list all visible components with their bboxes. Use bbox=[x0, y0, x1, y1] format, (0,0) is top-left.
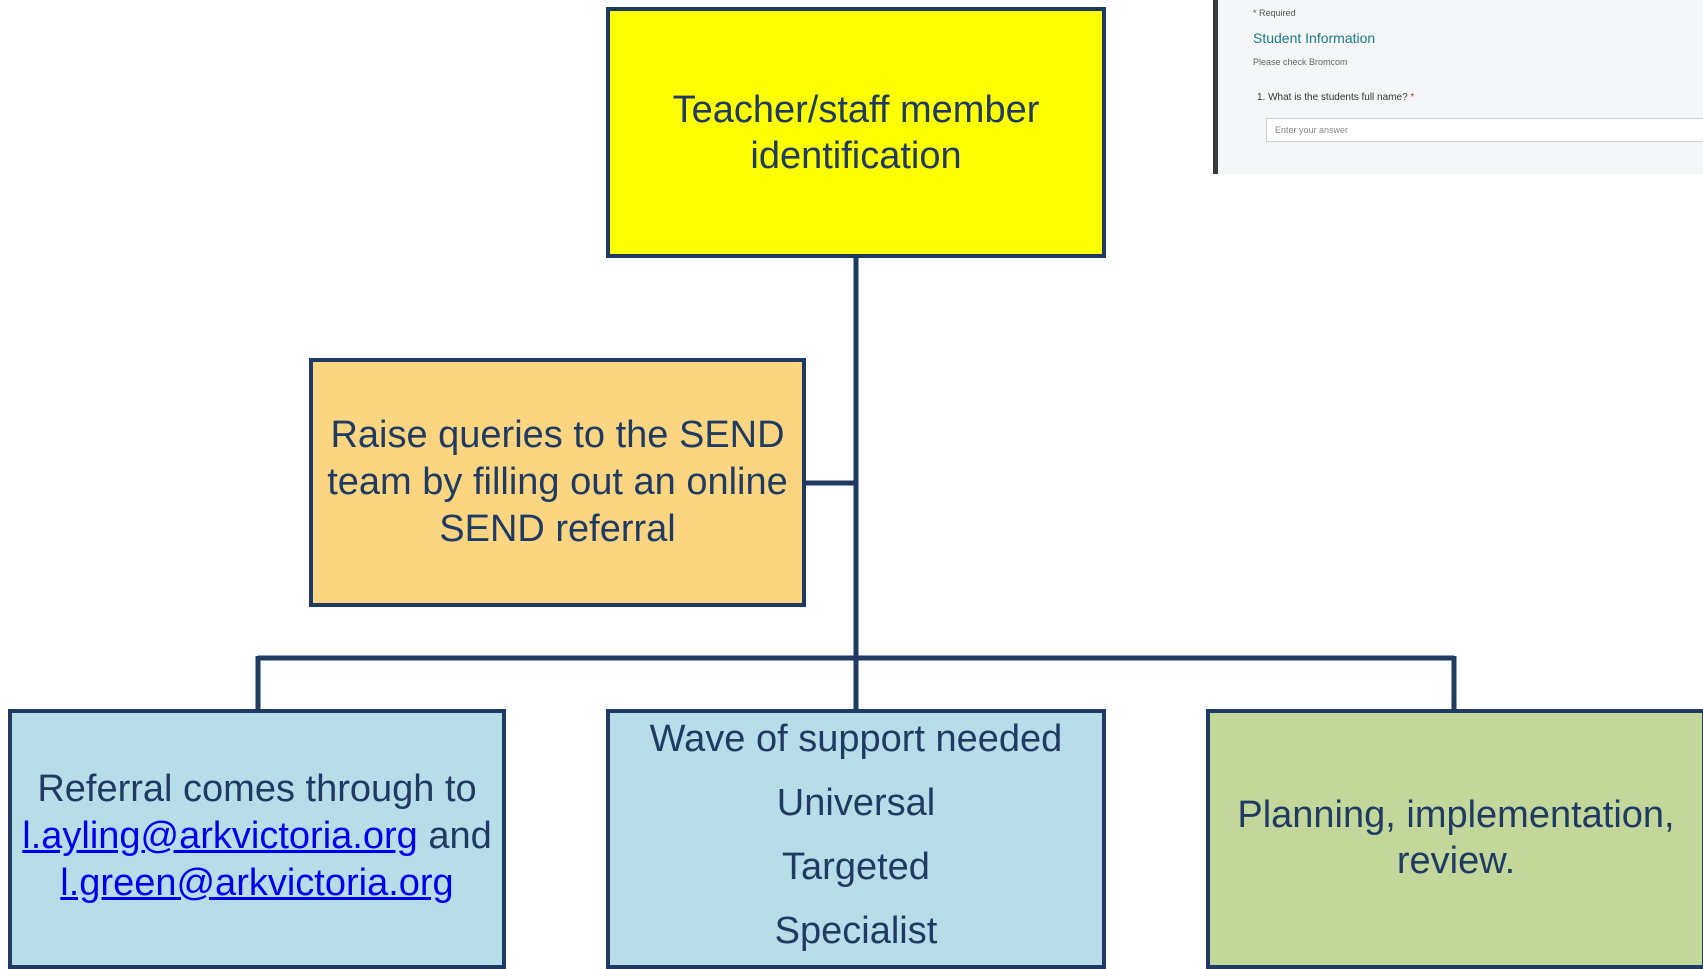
student-name-input[interactable]: Enter your answer bbox=[1266, 118, 1703, 142]
node-text-line: SEND referral bbox=[439, 508, 676, 550]
email-link-green[interactable]: l.green@arkvictoria.org bbox=[60, 862, 454, 904]
email-line: l.ayling@arkvictoria.org and bbox=[22, 813, 491, 860]
node-text-line: identification bbox=[750, 134, 962, 177]
node-text-line: review. bbox=[1396, 840, 1516, 882]
question-text: 1. What is the students full name? bbox=[1257, 92, 1408, 103]
form-section-title: Student Information bbox=[1253, 30, 1376, 46]
node-staff-identification: Teacher/staff member identification bbox=[606, 7, 1106, 258]
node-text-line: Teacher/staff member bbox=[672, 88, 1040, 131]
required-asterisk: * bbox=[1410, 92, 1415, 103]
email-line: l.green@arkvictoria.org bbox=[60, 860, 453, 907]
wave-specialist: Specialist bbox=[774, 910, 938, 952]
required-note: * Required bbox=[1253, 8, 1296, 18]
node-text-line: Referral comes through to bbox=[37, 768, 477, 810]
node-raise-queries: Raise queries to the SEND team by fillin… bbox=[309, 358, 806, 607]
node-referral-emails: Referral comes through to l.ayling@arkvi… bbox=[8, 709, 506, 969]
and-text: and bbox=[417, 815, 492, 857]
node-wave-of-support: Wave of support needed Universal Targete… bbox=[606, 709, 1106, 969]
referral-form-screenshot: * Required Student Information Please ch… bbox=[1213, 0, 1703, 174]
node-text-line: Raise queries to the SEND bbox=[330, 414, 785, 456]
node-planning-review: Planning, implementation, review. bbox=[1206, 709, 1703, 969]
form-question: 1. What is the students full name? * bbox=[1257, 92, 1414, 103]
form-section-hint: Please check Bromcom bbox=[1253, 57, 1348, 67]
wave-heading: Wave of support needed bbox=[649, 718, 1063, 760]
node-text-line: team by filling out an online bbox=[327, 461, 788, 503]
node-text-line: Planning, implementation, bbox=[1237, 794, 1675, 836]
email-link-ayling[interactable]: l.ayling@arkvictoria.org bbox=[22, 815, 418, 857]
wave-universal: Universal bbox=[776, 782, 936, 824]
wave-targeted: Targeted bbox=[782, 846, 930, 888]
